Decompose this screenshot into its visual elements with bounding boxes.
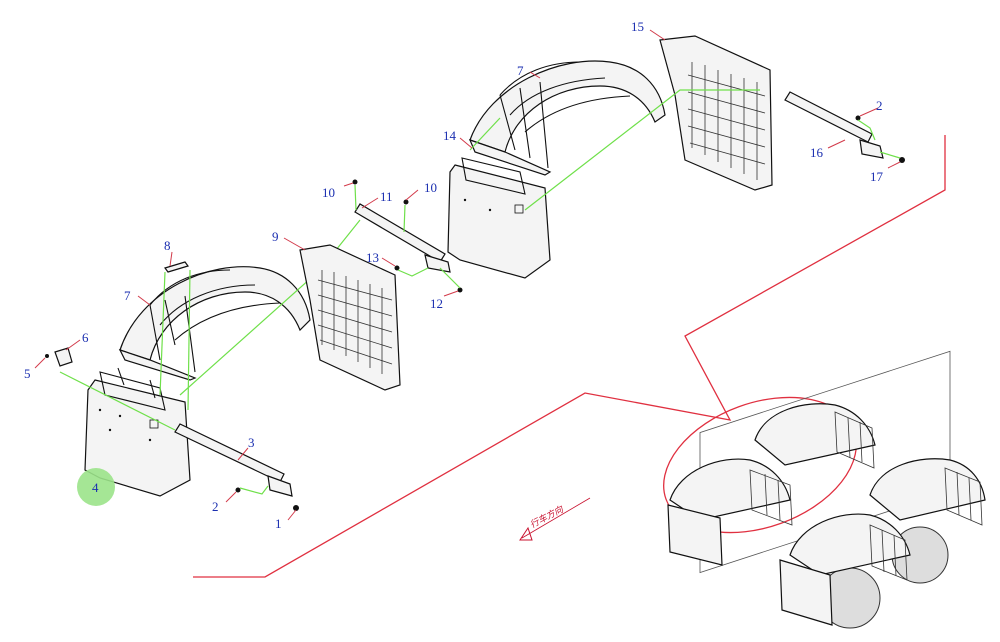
callout-8: 8 <box>164 238 171 253</box>
support-tube-left <box>174 423 299 511</box>
mesh-mudflap-upper <box>659 35 773 191</box>
callout-5: 5 <box>24 366 31 381</box>
callout-17: 17 <box>870 169 884 184</box>
callout-2: 2 <box>212 499 219 514</box>
callout-10: 10 <box>424 180 437 195</box>
overview-callout-line <box>193 135 946 578</box>
guide-line <box>187 269 191 411</box>
callout-9: 9 <box>272 229 279 244</box>
guide-line <box>397 267 429 277</box>
mudflap-plate-upper <box>447 157 551 279</box>
cross-tube-middle <box>352 179 463 293</box>
highlight-marker <box>77 468 115 506</box>
vehicle-overview <box>667 350 986 629</box>
callout-1: 1 <box>275 516 282 531</box>
guide-line <box>354 184 357 211</box>
callout-10: 10 <box>322 185 335 200</box>
callout-7: 7 <box>124 288 131 303</box>
callout-14: 14 <box>443 128 457 143</box>
callout-2: 2 <box>876 98 883 113</box>
guide-line <box>857 119 876 141</box>
strap-8 <box>164 261 189 273</box>
callout-15: 15 <box>631 19 644 34</box>
guide-line <box>159 271 166 396</box>
mudflap-plate-left <box>84 367 191 497</box>
callout-6: 6 <box>82 330 89 345</box>
driving-direction-label: 行车方向 <box>528 504 566 531</box>
callout-13: 13 <box>366 250 379 265</box>
guide-line <box>469 117 501 151</box>
callout-4: 4 <box>92 480 99 495</box>
fender-upper <box>468 60 666 176</box>
mesh-mudflap-middle <box>299 244 401 391</box>
direction-arrow-icon <box>519 526 533 541</box>
support-tube-upper <box>784 91 905 163</box>
callout-3: 3 <box>248 435 255 450</box>
guide-line <box>439 267 461 289</box>
guide-line <box>239 485 269 495</box>
callout-16: 16 <box>810 145 824 160</box>
fender-left <box>118 266 311 381</box>
clamp-left <box>45 347 73 367</box>
callout-7: 7 <box>517 63 524 78</box>
guide-line <box>59 371 176 431</box>
guide-line <box>879 151 901 159</box>
guide-line <box>524 89 760 211</box>
callout-12: 12 <box>430 296 443 311</box>
leader-lines <box>34 29 901 521</box>
callout-11: 11 <box>380 189 393 204</box>
guide-line <box>403 204 406 233</box>
